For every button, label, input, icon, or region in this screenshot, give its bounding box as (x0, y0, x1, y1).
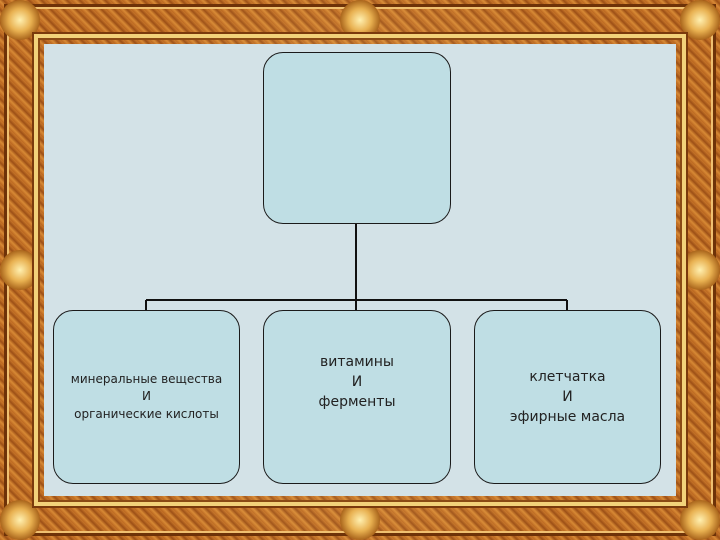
corner-ornament (0, 500, 40, 540)
child-node-line: И (351, 373, 363, 390)
child-node-minerals: минеральные вещества И органические кисл… (53, 310, 240, 484)
child-node-line: органические кислоты (74, 406, 219, 421)
child-node-fiber: клетчатка И эфирные масла (474, 310, 661, 484)
child-node-line: минеральные вещества (70, 371, 223, 386)
child-node-vitamins: витамины И ферменты (263, 310, 451, 484)
right-center-ornament (680, 250, 720, 290)
child-node-line: ферменты (318, 394, 396, 411)
frame-inner-edge (34, 34, 686, 506)
top-center-ornament (340, 0, 380, 40)
corner-ornament (680, 500, 720, 540)
child-node-line: И (142, 389, 151, 404)
root-node (263, 52, 451, 224)
corner-ornament (680, 0, 720, 40)
child-node-line: И (562, 388, 573, 405)
child-node-line: витамины (320, 353, 394, 370)
child-node-line: клетчатка (529, 368, 606, 385)
child-node-line: эфирные масла (509, 409, 626, 426)
bottom-center-ornament (340, 500, 380, 540)
left-center-ornament (0, 250, 40, 290)
corner-ornament (0, 0, 40, 40)
